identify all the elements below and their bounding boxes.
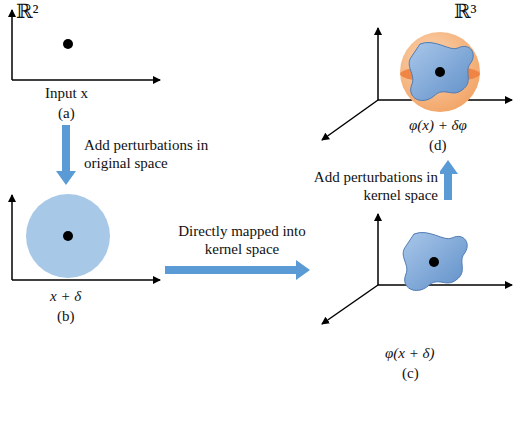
flow-arrow [165, 260, 310, 280]
axes-3d [322, 28, 512, 140]
arrow-label: Directly mapped into kernel space [160, 222, 324, 258]
mapped-region [403, 232, 467, 290]
panel-caption: φ(x + δ) [385, 344, 435, 362]
figure-panel: φ(x + δ) (c) [310, 200, 518, 385]
input-point [63, 231, 73, 241]
panel-letter: (c) [402, 364, 419, 382]
axes-3d [322, 214, 512, 324]
arrow-label: Add perturbations in kernel space [300, 168, 440, 204]
panel-caption: φ(x) + δφ [409, 116, 467, 134]
input-point [63, 39, 73, 49]
space-label: ℝ² [16, 0, 39, 22]
panel-letter: (d) [429, 136, 447, 154]
axes-2d [12, 195, 160, 280]
space-label: ℝ³ [454, 0, 477, 22]
panel-caption: x + δ [50, 287, 81, 305]
arrow-label: Add perturbations in original space [82, 136, 226, 172]
figure-panel: x + δ (b) [0, 185, 165, 325]
figure-panel: φ(x) + δφ (d) [310, 0, 518, 160]
panel-caption: Input x [45, 84, 88, 102]
mapped-region [409, 42, 473, 100]
panel-letter: (a) [58, 104, 75, 122]
kernel-perturbation-ball [400, 32, 480, 112]
panel-letter: (b) [57, 307, 75, 325]
flow-arrow [438, 160, 458, 200]
perturbation-ball [26, 194, 110, 278]
flow-arrow [56, 125, 76, 185]
